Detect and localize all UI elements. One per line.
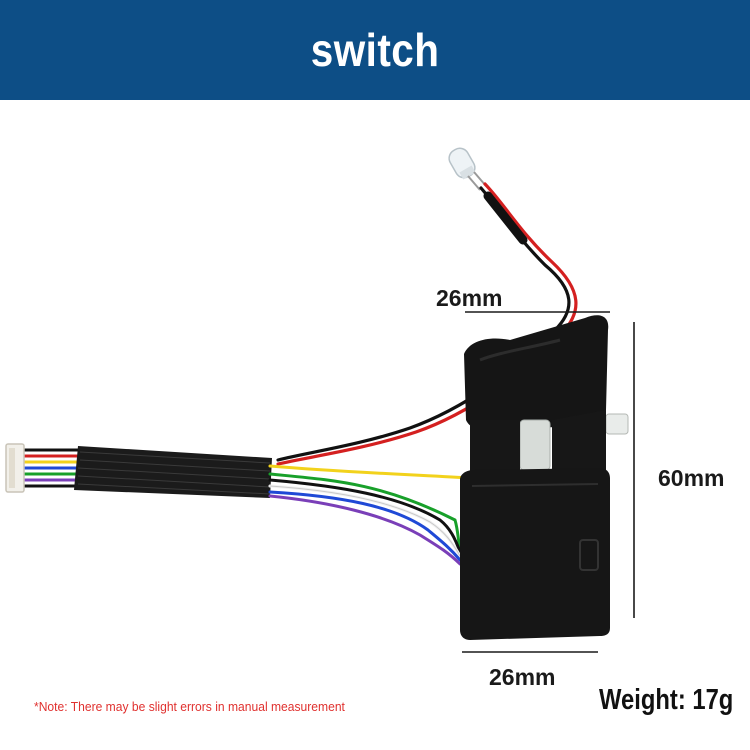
- led-bulb: [448, 147, 487, 191]
- weight-label: Weight: 17g: [599, 684, 734, 716]
- page-title: switch: [310, 24, 440, 76]
- title-banner: switch: [0, 0, 750, 100]
- dimension-width-bottom: 26mm: [489, 664, 556, 690]
- dimension-lines: [462, 311, 635, 653]
- wire-connector: [5, 443, 25, 493]
- ribbon-wires-left: [20, 448, 80, 488]
- dimension-width-top: 26mm: [436, 285, 503, 311]
- product-photo: [5, 147, 635, 653]
- dimension-height: 60mm: [658, 465, 725, 491]
- wire-sleeve: [74, 446, 272, 498]
- switch-body: [460, 315, 629, 640]
- measurement-note: *Note: There may be slight errors in man…: [34, 699, 345, 714]
- ribbon-wires-right: [268, 464, 472, 566]
